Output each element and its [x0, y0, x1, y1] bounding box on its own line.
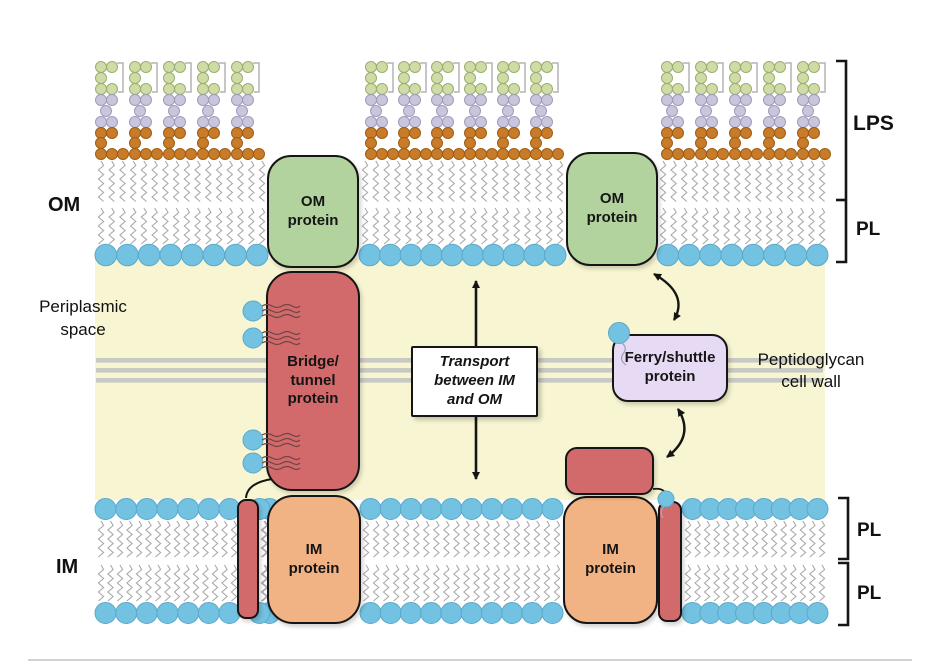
im-label: IM [56, 556, 79, 578]
bridge-tunnel-protein-label: Bridge/ tunnel protein [287, 352, 339, 408]
bottom-divider [28, 659, 912, 661]
lps-group [365, 61, 564, 160]
om-protein-left-label: OM protein [287, 192, 339, 229]
phospholipid-being-transported [242, 327, 301, 349]
peptidoglycan-label: Peptidoglycan cell wall [757, 350, 865, 392]
pl-om-label: PL [856, 219, 881, 240]
lps-group [661, 61, 831, 160]
periplasmic-space-label: Periplasmic space [39, 297, 127, 339]
im-protein-right: IM protein [563, 496, 658, 624]
phospholipid-at-im [657, 490, 675, 519]
ferry-to-cargo-arrow [666, 408, 686, 458]
lps-group [95, 61, 265, 160]
im-protein-right-label: IM protein [585, 541, 636, 577]
outer-membrane-section [656, 160, 829, 267]
im-protein-left-label: IM protein [288, 540, 340, 577]
om-label: OM [48, 194, 81, 216]
ferry-shuttle-protein-label: Ferry/shuttle protein [624, 349, 716, 385]
inner-membrane-section [359, 498, 564, 624]
phospholipid-being-transported [242, 429, 301, 451]
side-brackets [836, 59, 850, 627]
outer-membrane-section [94, 160, 269, 267]
ferry-cargo-protein [565, 447, 654, 495]
bridge-to-accessory-connector [245, 478, 273, 499]
pl-im-outer-label: PL [857, 520, 882, 541]
pl-im-inner-label: PL [857, 583, 882, 604]
lps-label: LPS [853, 112, 894, 135]
phospholipid-on-ferry [608, 322, 630, 366]
bridge-tunnel-protein: Bridge/ tunnel protein [266, 271, 360, 491]
om-protein-left: OM protein [267, 155, 359, 268]
om-protein-right: OM protein [566, 152, 658, 266]
phospholipid-being-transported [242, 452, 301, 474]
accessory-protein-left [237, 499, 259, 619]
inner-membrane-section [94, 498, 241, 624]
outer-membrane-section [358, 160, 567, 267]
om-to-ferry-arrow [653, 272, 681, 321]
phospholipid-being-transported [242, 300, 301, 322]
accessory-protein-right [658, 501, 682, 622]
im-protein-left: IM protein [267, 495, 361, 624]
om-protein-right-label: OM protein [586, 190, 638, 226]
inner-membrane-section [681, 498, 829, 624]
ferry-shuttle-protein: Ferry/shuttle protein [612, 334, 728, 402]
